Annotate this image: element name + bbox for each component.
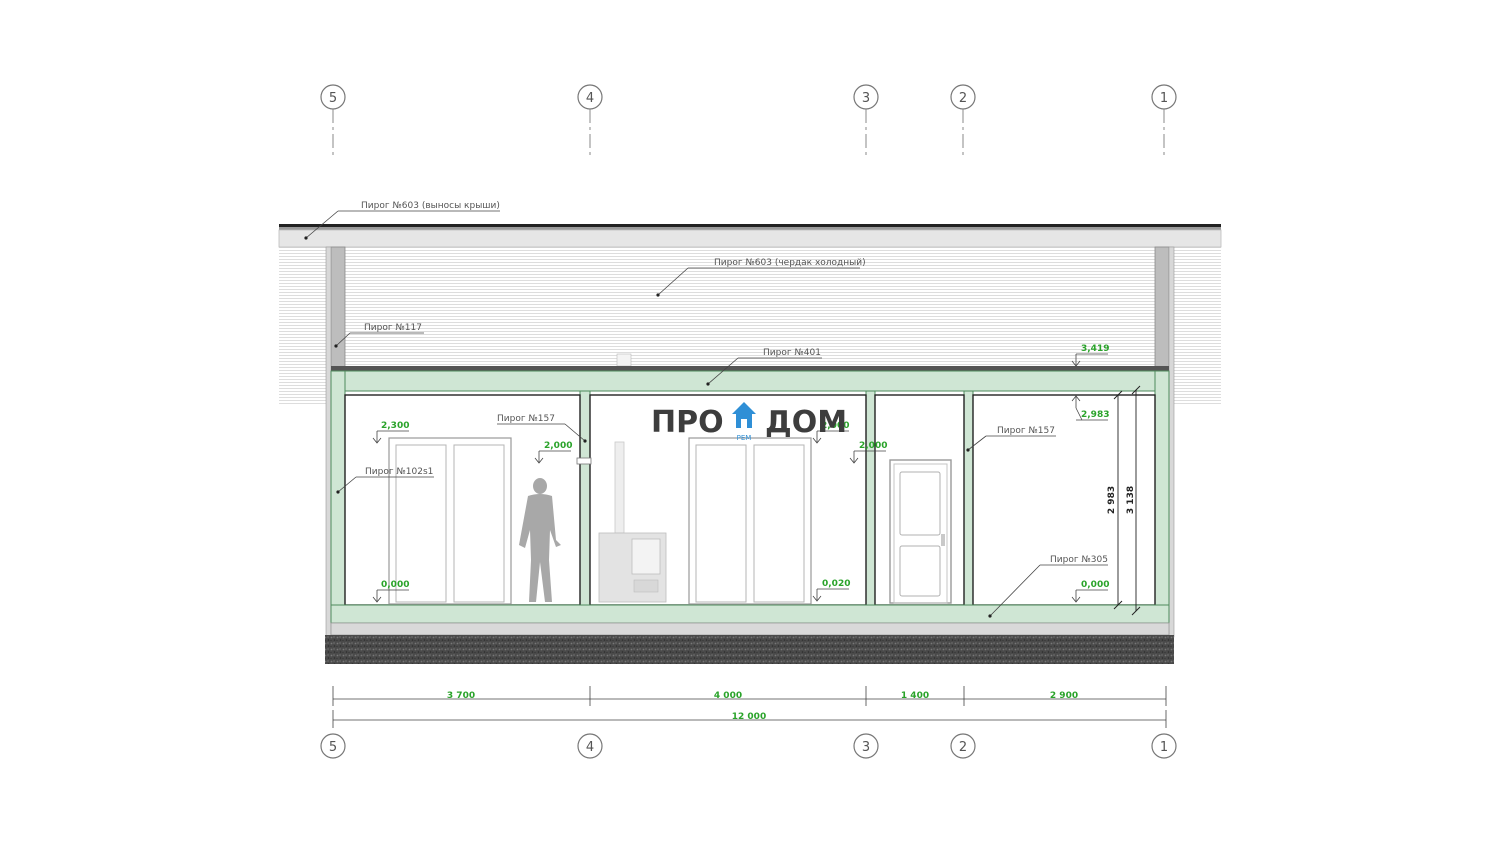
svg-text:3 138: 3 138: [1126, 486, 1136, 514]
svg-text:5: 5: [329, 740, 337, 755]
svg-text:Пирог №603 (чердак холодный): Пирог №603 (чердак холодный): [714, 258, 866, 268]
level-mark-2300: 2,300: [372, 421, 409, 444]
svg-text:4 000: 4 000: [714, 691, 742, 701]
svg-text:0,000: 0,000: [381, 580, 409, 590]
svg-text:4: 4: [586, 740, 594, 755]
svg-text:4: 4: [586, 91, 594, 106]
callout-attic: Пирог №603 (чердак холодный): [656, 258, 866, 297]
attic-space: [345, 247, 1155, 367]
partition-axis-3: [865, 390, 876, 606]
roof-slab: [278, 224, 1222, 248]
partition-axis-2: [963, 390, 974, 606]
level-mark-2000-a: 2,000: [534, 441, 572, 464]
axis-marker-2-top: 2: [950, 84, 976, 158]
window-room-1: [388, 437, 512, 605]
svg-text:Пирог №401: Пирог №401: [763, 348, 821, 358]
svg-text:2: 2: [959, 91, 967, 106]
axis-marker-1-top: 1: [1151, 84, 1177, 158]
svg-text:2,000: 2,000: [859, 441, 887, 451]
level-mark-0000-b: 0,000: [1071, 580, 1109, 603]
svg-text:2,000: 2,000: [821, 421, 849, 431]
svg-text:0,020: 0,020: [822, 579, 850, 589]
svg-text:2,983: 2,983: [1081, 410, 1109, 420]
svg-text:ДОМ: ДОМ: [765, 405, 847, 440]
exterior-wall-left: [330, 370, 346, 622]
house-icon: [732, 402, 756, 428]
partition-axis-4: [579, 390, 591, 606]
svg-text:3 700: 3 700: [447, 691, 475, 701]
axis-marker-4-bottom: 4: [577, 733, 603, 759]
svg-text:Пирог №102s1: Пирог №102s1: [365, 467, 433, 477]
svg-text:2,300: 2,300: [381, 421, 409, 431]
svg-text:2: 2: [959, 740, 967, 755]
level-mark-2983: 2,983: [1071, 395, 1109, 421]
callout-wall-117: Пирог №117: [334, 323, 424, 348]
svg-text:5: 5: [329, 91, 337, 106]
dimension-chain-total: 12 000: [332, 710, 1167, 728]
svg-text:2 983: 2 983: [1107, 486, 1117, 514]
vertical-dimension-3138: 3 138: [1126, 385, 1141, 616]
svg-text:Пирог №117: Пирог №117: [364, 323, 422, 333]
window-room-2: [688, 437, 812, 605]
level-mark-2000-b: 2,000: [812, 421, 849, 444]
roof-overhang-left: [279, 247, 326, 406]
axis-marker-2-bottom: 2: [950, 733, 976, 759]
svg-text:12 000: 12 000: [732, 712, 766, 722]
level-mark-2000-c: 2,000: [849, 441, 887, 464]
axis-marker-1-bottom: 1: [1151, 733, 1177, 759]
wall-outlet: [576, 457, 592, 465]
svg-text:1 400: 1 400: [901, 691, 929, 701]
axis-marker-5-top: 5: [320, 84, 346, 158]
ground-soil: [325, 635, 1174, 664]
callout-wall-157-right: Пирог №157: [966, 426, 1056, 452]
svg-text:3,419: 3,419: [1081, 344, 1109, 354]
bottom-axis-markers: 5 4 3 2 1: [320, 733, 1177, 759]
svg-text:Пирог №157: Пирог №157: [997, 426, 1055, 436]
svg-text:Пирог №603 (выносы крыши): Пирог №603 (выносы крыши): [361, 201, 500, 211]
svg-text:1: 1: [1160, 740, 1168, 755]
svg-text:0,000: 0,000: [1081, 580, 1109, 590]
axis-marker-5-bottom: 5: [320, 733, 346, 759]
svg-text:3: 3: [862, 91, 870, 106]
svg-text:2 900: 2 900: [1050, 691, 1078, 701]
callout-wall-102: Пирог №102s1: [336, 467, 434, 494]
svg-text:РЕМ: РЕМ: [737, 434, 752, 442]
svg-text:ПРО: ПРО: [651, 405, 724, 440]
svg-text:2,000: 2,000: [544, 441, 572, 451]
ceiling-slab: [330, 366, 1170, 392]
top-axis-markers: 5 4 3 2 1: [320, 84, 1177, 158]
svg-text:1: 1: [1160, 91, 1168, 106]
watermark-logo: ПРО ДОМ РЕМ: [651, 402, 847, 442]
svg-text:Пирог №305: Пирог №305: [1050, 555, 1108, 565]
vertical-dimension-2983: 2 983: [1107, 390, 1123, 610]
interior-door: [889, 459, 952, 604]
axis-marker-3-top: 3: [853, 84, 879, 158]
level-mark-0020: 0,020: [812, 579, 850, 602]
svg-text:Пирог №157: Пирог №157: [497, 414, 555, 424]
level-mark-0000-a: 0,000: [372, 580, 409, 603]
axis-marker-4-top: 4: [577, 84, 603, 158]
dimension-chain-segments: 3 700 4 000 1 400 2 900: [332, 686, 1167, 706]
callout-roof-overhang: Пирог №603 (выносы крыши): [304, 201, 500, 240]
callout-wall-157-left: Пирог №157: [497, 414, 587, 443]
roof-overhang-right: [1174, 247, 1221, 406]
exterior-wall-right: [1154, 370, 1170, 622]
axis-marker-3-bottom: 3: [853, 733, 879, 759]
vent-block: [616, 353, 632, 367]
stove: [598, 441, 667, 603]
callout-floor-401: Пирог №401: [706, 348, 822, 386]
human-figure: [519, 478, 561, 602]
level-mark-3419: 3,419: [1071, 344, 1109, 367]
callout-floor-305: Пирог №305: [988, 555, 1108, 618]
floor-slab: [330, 604, 1170, 636]
svg-text:3: 3: [862, 740, 870, 755]
